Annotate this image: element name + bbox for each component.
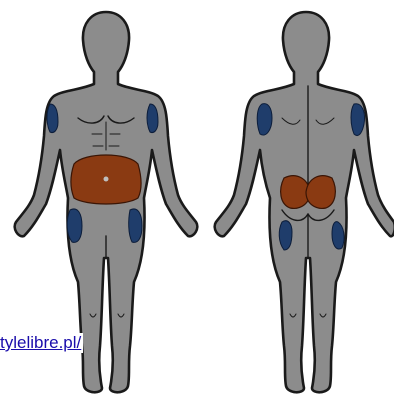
front-left-thigh-zone xyxy=(67,209,82,242)
front-right-arm-zone xyxy=(147,104,158,133)
back-right-hip-zone xyxy=(306,176,335,209)
front-right-thigh-zone xyxy=(129,209,142,242)
back-figure xyxy=(215,12,394,392)
back-right-arm-zone xyxy=(351,104,365,136)
website-link[interactable]: tylelibre.pl/ xyxy=(0,333,83,353)
back-left-arm-zone xyxy=(257,104,272,135)
front-left-arm-zone xyxy=(47,104,58,133)
back-left-thigh-zone xyxy=(279,221,292,250)
navel-dot xyxy=(104,177,109,182)
